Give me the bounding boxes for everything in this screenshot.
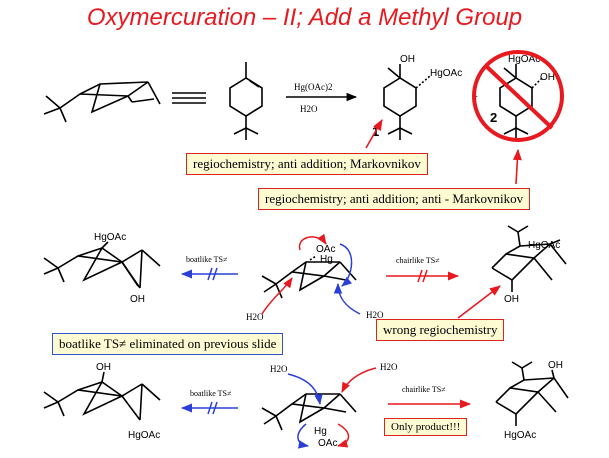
ts2-oac: OAc [318, 438, 337, 449]
note-wrong-regiochemistry: wrong regiochemistry [376, 319, 505, 341]
note-markovnikov: regiochemistry; anti addition; Markovnik… [186, 153, 428, 175]
ts1-oac: OAc [316, 244, 335, 255]
boatlike-label-1: boatlike TS≠ [186, 255, 228, 264]
chairlike-product-1: HgOAc OH [491, 225, 567, 305]
chairlike-label-2: chairlike TS≠ [402, 385, 446, 394]
slide-title: Oxymercuration – II; Add a Methyl Group [86, 4, 523, 31]
equivalence-sign [172, 92, 206, 104]
boatlike-label-2: boatlike TS≠ [190, 389, 232, 398]
product-2: HgOAc OH 2 [472, 50, 564, 142]
boatlike-product-1: HgOAc OH [43, 232, 161, 305]
chairlike-product-2: OH HgOAc [495, 360, 569, 441]
reagent-label: Hg(OAc)2 [294, 82, 333, 92]
boatlike-product-2: OH HgOAc [43, 362, 161, 441]
chair-2-oh: OH [548, 360, 563, 371]
boatlike-arrow-2: boatlike TS≠ [180, 389, 238, 415]
boat-1-hgoac: HgOAc [94, 232, 126, 243]
prohibited-slash [484, 64, 554, 130]
product-1-hgoac: HgOAc [430, 68, 462, 79]
mercurinium-ts-2: H2O H2O Hg OAc [261, 362, 398, 449]
boat-2-hgoac: HgOAc [128, 430, 160, 441]
note-boatlike-eliminated: boatlike TS≠ eliminated on previous slid… [52, 333, 284, 355]
prohibited-circle [472, 50, 564, 142]
note-only-product: Only product!!! [384, 418, 468, 436]
arrow-to-product-1 [365, 119, 383, 149]
arrow-to-wrong-product [457, 285, 501, 319]
arrow-to-product-2 [512, 148, 522, 185]
solvent-label: H2O [300, 104, 318, 114]
chair-1-hgoac: HgOAc [528, 240, 560, 251]
starting-material-chair [43, 81, 161, 123]
chair-1-oh: OH [504, 294, 519, 305]
note-anti-markovnikov: regiochemistry; anti addition; anti - Ma… [258, 188, 531, 210]
starting-material-flat [229, 62, 263, 140]
chairlike-label-1: chairlike TS≠ [396, 256, 440, 265]
ts1-water-left: H2O [246, 312, 264, 322]
product-1-oh: OH [400, 54, 415, 65]
ts2-water-left: H2O [270, 364, 288, 374]
ts1-hg: Hg [320, 254, 333, 265]
reaction-arrow: Hg(OAc)2 H2O [286, 82, 358, 114]
chairlike-arrow-1: chairlike TS≠ [386, 256, 460, 283]
boatlike-arrow-1: boatlike TS≠ [180, 255, 238, 281]
chairlike-arrow-2: chairlike TS≠ [388, 385, 472, 409]
mercurinium-ts-1: OAc Hg H2O H2O [246, 233, 384, 322]
ts2-water-right: H2O [380, 362, 398, 372]
product-2-hgoac: HgOAc [508, 54, 540, 65]
chair-2-hgoac: HgOAc [504, 430, 536, 441]
boat-1-oh: OH [130, 294, 145, 305]
product-2-number: 2 [490, 110, 497, 125]
ts1-water-right: H2O [366, 310, 384, 320]
product-2-oh: OH [540, 72, 555, 83]
ts2-hg: Hg [314, 426, 327, 437]
product-1: OH HgOAc 1 [372, 54, 462, 140]
boat-2-oh: OH [96, 362, 111, 373]
